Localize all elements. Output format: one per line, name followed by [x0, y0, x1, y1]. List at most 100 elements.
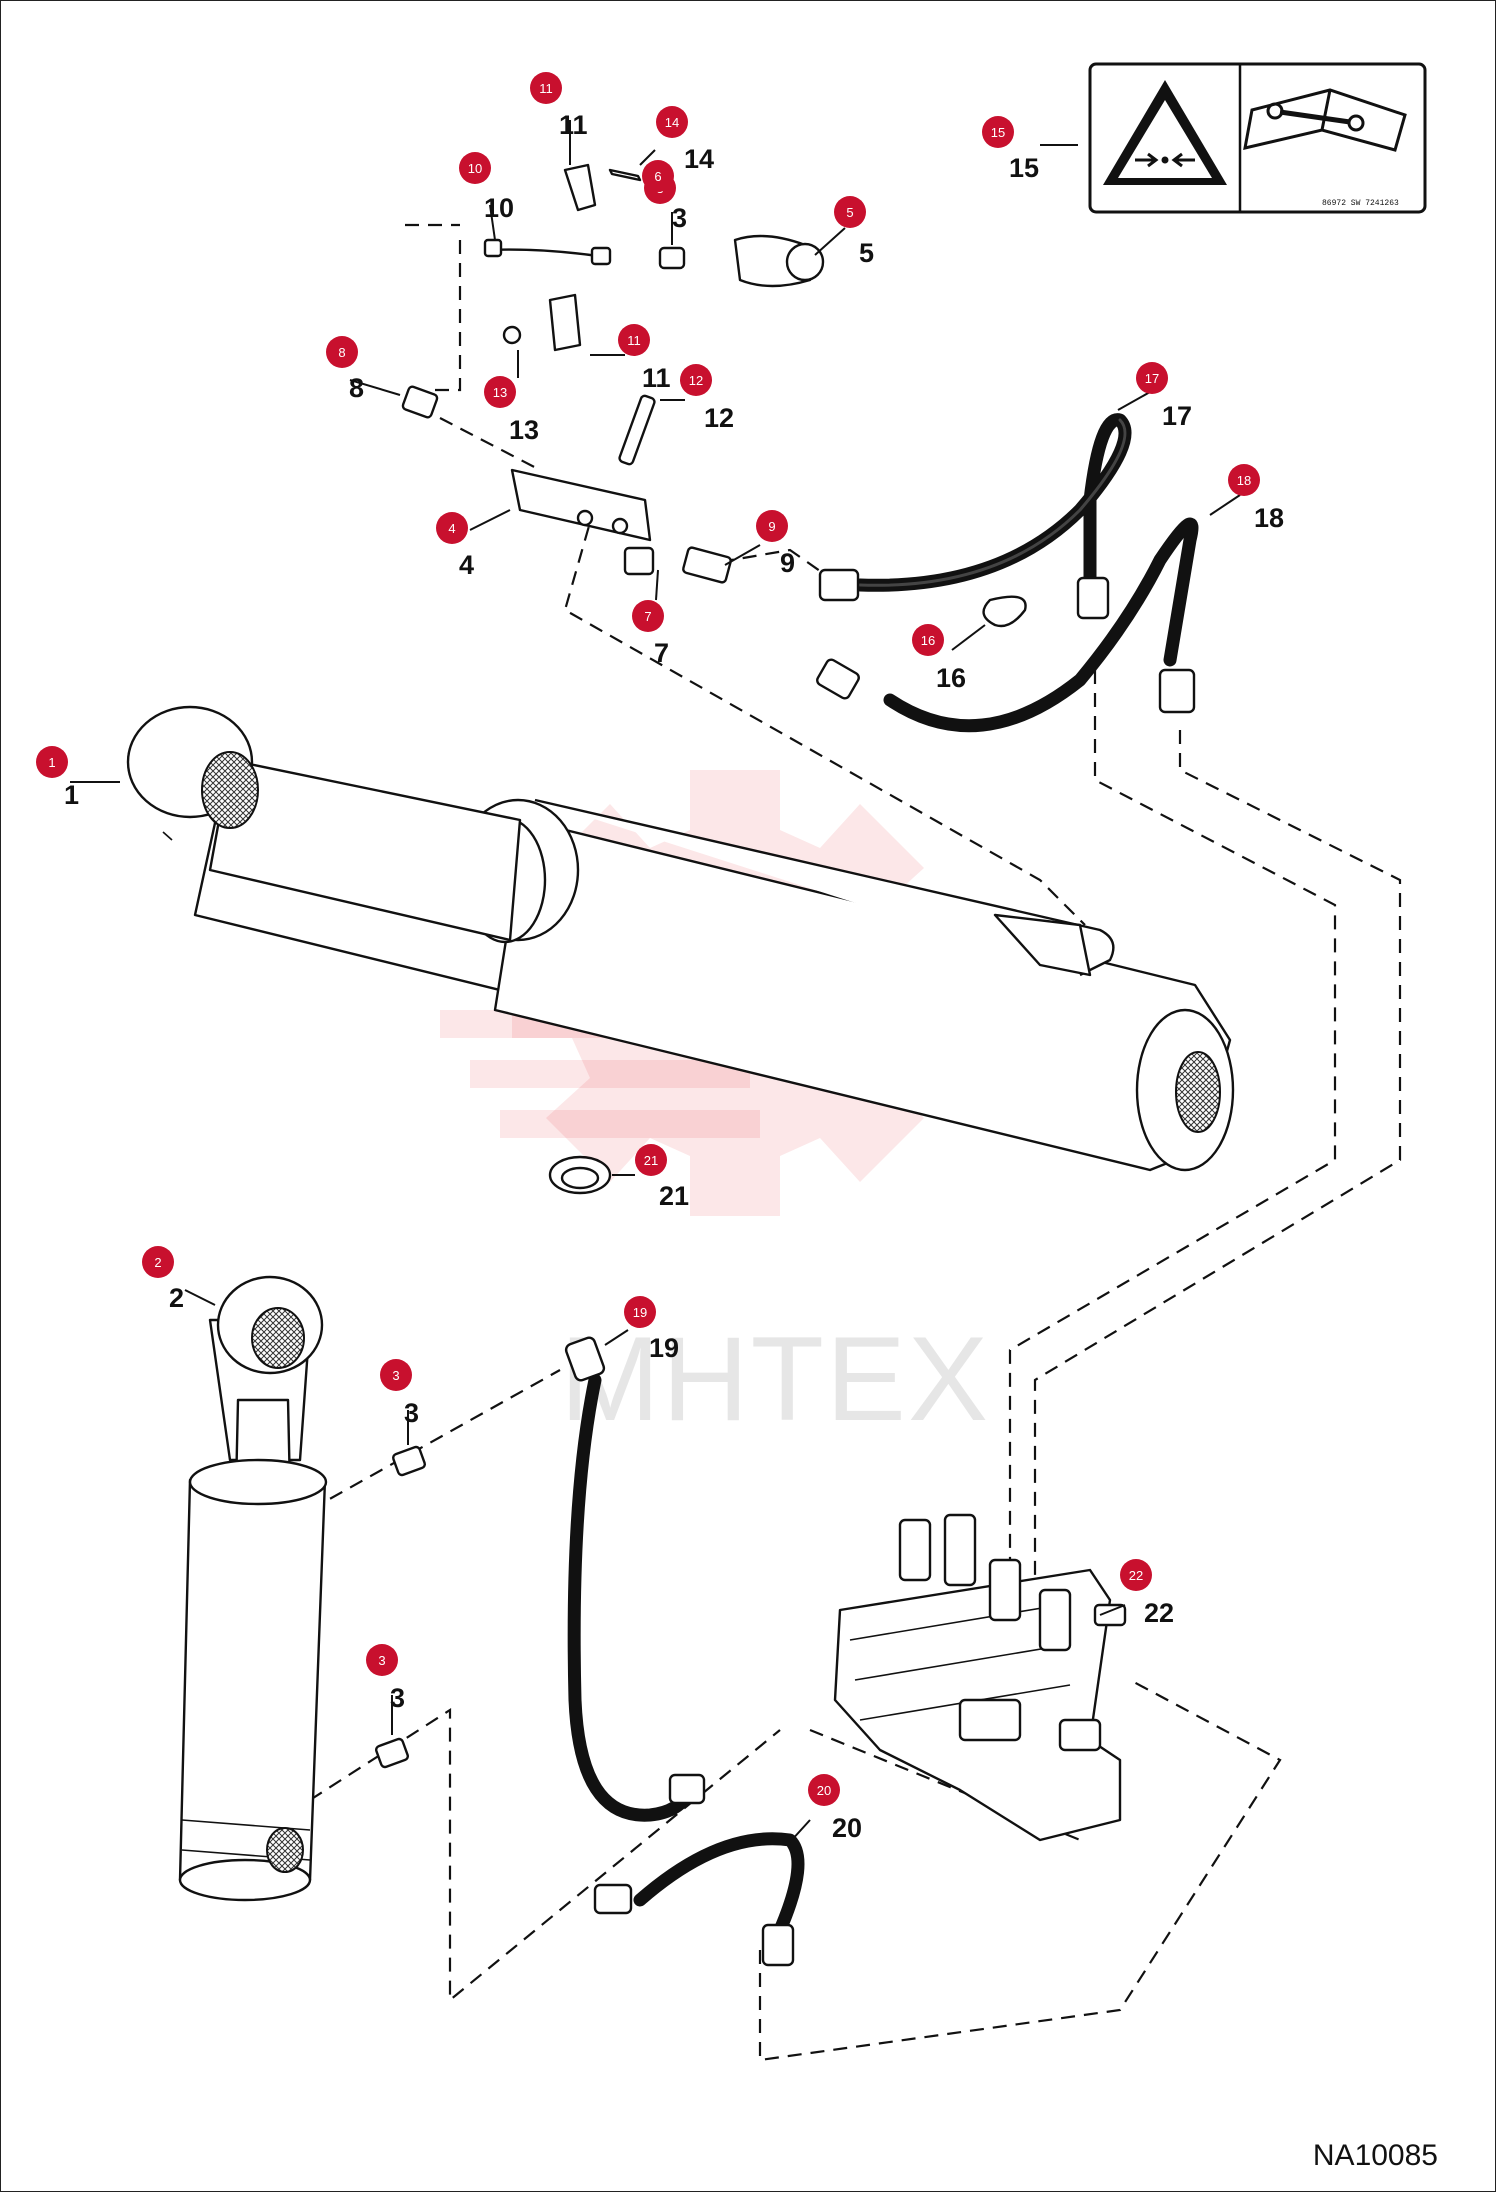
callout-number: 18: [1254, 503, 1284, 533]
cylinder-1: [126, 705, 1235, 1172]
operators-manual-icon: [1243, 88, 1407, 152]
callout-badge: 4: [436, 512, 468, 544]
badge-number: 11: [539, 81, 553, 96]
badge-circle: [624, 1296, 656, 1328]
callout-number: 11: [642, 363, 671, 393]
badge-circle: [756, 510, 788, 542]
leader-line: [604, 1329, 629, 1346]
callout-badge: 20: [808, 1774, 840, 1806]
badge-circle: [618, 324, 650, 356]
callout-badge: 12: [680, 364, 712, 396]
clamp-21: [548, 1155, 612, 1195]
badge-circle: [530, 72, 562, 104]
decal-print: 86972 SW 7241263: [1322, 199, 1399, 208]
callout-number: 3: [390, 1683, 405, 1713]
badge-circle: [380, 1359, 412, 1391]
badge-number: 18: [1237, 473, 1251, 488]
callout-number: 3: [672, 203, 687, 233]
callout-number: 14: [684, 144, 714, 174]
callout-number: 15: [1009, 153, 1039, 183]
callout-number: 12: [704, 403, 734, 433]
callout-badge: 18: [1228, 464, 1260, 496]
callout-5: 55: [814, 196, 874, 268]
badge-circle: [982, 116, 1014, 148]
callout-badge: 5: [834, 196, 866, 228]
callout-number: 17: [1162, 401, 1192, 431]
leader-line: [789, 1819, 811, 1843]
badge-circle: [808, 1774, 840, 1806]
watermark-text: MHTEX: [560, 1312, 990, 1446]
callout-7: 77: [632, 569, 669, 668]
leader-line: [349, 379, 401, 396]
badge-circle: [1120, 1559, 1152, 1591]
leader-line: [814, 227, 846, 256]
badge-circle: [142, 1246, 174, 1278]
callout-badge: 11: [530, 72, 562, 104]
callout-badge: 2: [142, 1246, 174, 1278]
callout-number: 1: [64, 780, 79, 810]
leader-line: [469, 509, 511, 531]
callout-4: 44: [436, 509, 511, 580]
leader-line: [951, 624, 986, 651]
hoses: [564, 413, 1199, 1967]
callout-number: 22: [1144, 1598, 1174, 1628]
callout-badge: 8: [326, 336, 358, 368]
cylinder-2: [178, 1275, 328, 1902]
leader-line: [724, 544, 761, 566]
badge-circle: [834, 196, 866, 228]
badge-number: 15: [991, 125, 1005, 140]
callout-number: 10: [484, 193, 514, 223]
badge-number: 16: [921, 633, 935, 648]
badge-circle: [912, 624, 944, 656]
callout-3a: 33: [380, 1359, 419, 1445]
callout-3b: 33: [366, 1644, 405, 1735]
badge-number: 11: [627, 333, 641, 348]
badge-circle: [680, 364, 712, 396]
callout-9: 99: [724, 510, 795, 578]
callout-number: 3: [404, 1398, 419, 1428]
callout-number: 5: [859, 238, 874, 268]
leader-line: [1117, 391, 1151, 411]
callout-badge: 11: [618, 324, 650, 356]
callout-number: 8: [349, 373, 364, 403]
leader-line: [1209, 494, 1241, 516]
callout-8: 88: [326, 336, 401, 403]
badge-circle: [632, 600, 664, 632]
badge-circle: [326, 336, 358, 368]
control-valve-22: [833, 1513, 1127, 1842]
callout-badge: 3: [380, 1359, 412, 1391]
callout-badge: 1: [36, 746, 68, 778]
badge-circle: [484, 376, 516, 408]
callout-6: 6: [642, 160, 674, 192]
callout-1: 11: [36, 746, 120, 810]
badge-number: 5: [846, 205, 853, 220]
badge-circle: [366, 1644, 398, 1676]
leader-line: [489, 204, 496, 241]
badge-circle: [459, 152, 491, 184]
callout-number: 21: [659, 1181, 689, 1211]
badge-number: 9: [768, 519, 775, 534]
leader-line: [1099, 1604, 1126, 1616]
callout-badge: 14: [656, 106, 688, 138]
clip-16: [982, 595, 1027, 628]
callout-badge: 3: [366, 1644, 398, 1676]
drawing-code: NA10085: [1313, 2139, 1438, 2172]
callout-number: 16: [936, 663, 966, 693]
badge-number: 1: [48, 755, 55, 770]
callout-number: 19: [649, 1333, 679, 1363]
badge-number: 4: [448, 521, 455, 536]
badge-number: 12: [689, 373, 703, 388]
badge-number: 13: [493, 385, 507, 400]
badge-number: 8: [338, 345, 345, 360]
callout-badge: 16: [912, 624, 944, 656]
